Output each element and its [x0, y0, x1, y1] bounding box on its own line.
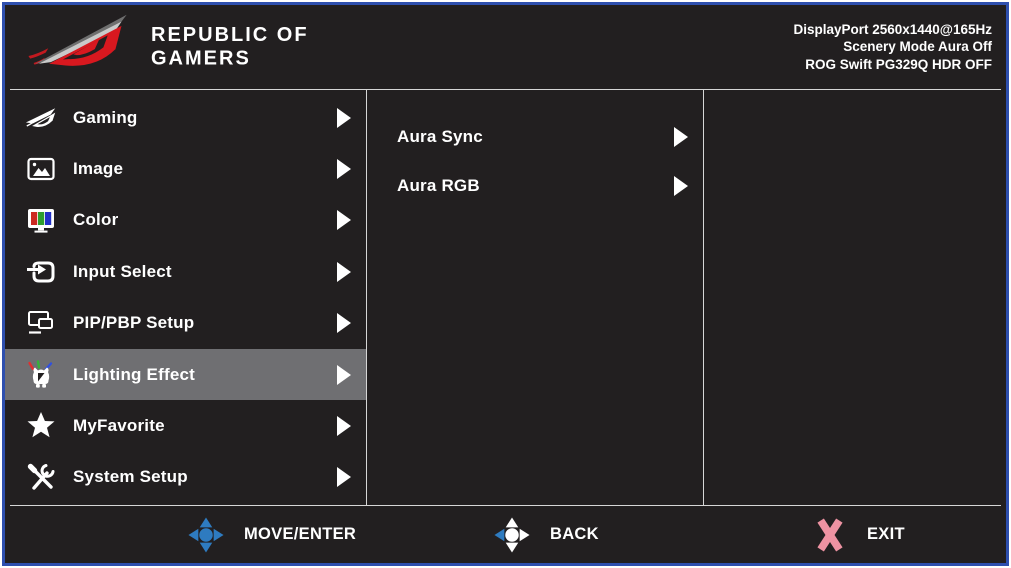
osd-header: REPUBLIC OF GAMERS DisplayPort 2560x1440… — [5, 5, 1006, 89]
submenu-item-aura-rgb[interactable]: Aura RGB — [367, 161, 703, 210]
sidebar-item-label: MyFavorite — [73, 415, 165, 435]
sidebar-item-system-setup[interactable]: System Setup — [5, 452, 366, 503]
logo-line-2: GAMERS — [151, 47, 251, 70]
joystick-back-icon — [494, 516, 530, 553]
header-divider — [10, 89, 1001, 90]
submenu-item-label: Aura RGB — [397, 175, 480, 195]
sidebar-divider — [366, 90, 367, 505]
status-info: DisplayPort 2560x1440@165Hz Scenery Mode… — [793, 21, 992, 74]
status-line-model: ROG Swift PG329Q HDR OFF — [805, 56, 992, 72]
rog-eye-icon — [23, 102, 59, 134]
arrow-right-icon — [337, 159, 351, 180]
logo-line-1: REPUBLIC OF — [151, 23, 309, 46]
sidebar-item-image[interactable]: Image — [5, 143, 366, 194]
sidebar-item-label: Gaming — [73, 107, 138, 127]
arrow-right-icon — [337, 313, 351, 334]
rog-logo: REPUBLIC OF GAMERS — [25, 10, 309, 84]
arrow-right-icon — [337, 364, 351, 385]
arrow-right-icon — [337, 467, 351, 488]
back-hint: BACK — [494, 506, 599, 563]
sidebar-item-color[interactable]: Color — [5, 195, 366, 246]
move-enter-label: MOVE/ENTER — [244, 525, 357, 543]
exit-x-icon — [817, 517, 843, 552]
arrow-right-icon — [337, 210, 351, 231]
osd-body: Gaming Image Color Input Select PIP/PBP … — [5, 90, 1006, 505]
arrow-right-icon — [337, 261, 351, 282]
arrow-right-icon — [674, 126, 688, 147]
main-menu: Gaming Image Color Input Select PIP/PBP … — [5, 90, 366, 505]
detail-panel — [704, 90, 1006, 505]
input-select-icon — [23, 256, 59, 288]
arrow-right-icon — [337, 107, 351, 128]
sidebar-item-label: Input Select — [73, 261, 172, 281]
sidebar-item-input-select[interactable]: Input Select — [5, 246, 366, 297]
system-setup-icon — [23, 461, 59, 493]
submenu-item-label: Aura Sync — [397, 126, 483, 146]
arrow-right-icon — [674, 175, 688, 196]
submenu-item-aura-sync[interactable]: Aura Sync — [367, 112, 703, 161]
logo-wordmark: REPUBLIC OF GAMERS — [151, 24, 309, 71]
sidebar-item-label: Image — [73, 159, 124, 179]
joystick-move-icon — [188, 516, 224, 553]
arrow-right-icon — [337, 415, 351, 436]
pip-pbp-icon — [23, 307, 59, 339]
submenu-panel: Aura Sync Aura RGB — [367, 90, 703, 505]
hint-bar: MOVE/ENTER BACK EXIT — [5, 506, 1006, 563]
submenu-divider — [703, 90, 704, 505]
sidebar-item-pip-pbp-setup[interactable]: PIP/PBP Setup — [5, 298, 366, 349]
image-icon — [23, 153, 59, 185]
sidebar-item-label: System Setup — [73, 467, 188, 487]
lighting-effect-icon — [23, 359, 59, 391]
sidebar-item-label: Color — [73, 210, 119, 230]
sidebar-item-gaming[interactable]: Gaming — [5, 92, 366, 143]
back-label: BACK — [550, 525, 599, 543]
footer-divider — [10, 505, 1001, 506]
rog-eye-logo-icon — [28, 14, 127, 66]
sidebar-item-label: PIP/PBP Setup — [73, 313, 195, 333]
exit-hint: EXIT — [813, 506, 905, 563]
exit-label: EXIT — [867, 525, 905, 543]
color-icon — [23, 204, 59, 236]
status-line-input: DisplayPort 2560x1440@165Hz — [793, 21, 992, 37]
star-icon — [23, 410, 59, 442]
move-enter-hint: MOVE/ENTER — [188, 506, 356, 563]
status-line-mode: Scenery Mode Aura Off — [843, 39, 992, 55]
sidebar-item-lighting-effect[interactable]: Lighting Effect — [5, 348, 366, 401]
sidebar-item-myfavorite[interactable]: MyFavorite — [5, 400, 366, 451]
sidebar-item-label: Lighting Effect — [73, 364, 195, 384]
